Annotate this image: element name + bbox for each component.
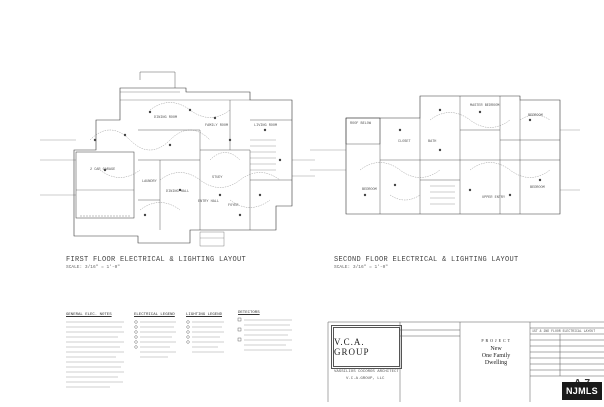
second-floor-scale: SCALE: 3/16" = 1'-0" bbox=[334, 265, 389, 270]
room-label: LIVING ROOM bbox=[254, 124, 278, 128]
project-line-3: Dwelling bbox=[484, 360, 508, 366]
second-floor-plan-title: SECOND FLOOR ELECTRICAL & LIGHTING LAYOU… bbox=[334, 256, 519, 264]
detectors-title: DETECTORS bbox=[238, 311, 260, 315]
project-label: P R O J E C T bbox=[481, 338, 511, 343]
first-floor-outline bbox=[73, 87, 293, 244]
room-label: LAUNDRY bbox=[142, 180, 157, 184]
room-label: BEDROOM bbox=[530, 186, 545, 190]
mls-watermark: NJMLS bbox=[562, 382, 602, 400]
room-label: BEDROOM bbox=[362, 188, 377, 192]
room-label: DINING ROOM bbox=[154, 116, 178, 120]
room-label: ROOF BELOW bbox=[350, 122, 372, 126]
room-label: BATH bbox=[428, 140, 437, 144]
project-line-2: One Family bbox=[481, 353, 511, 359]
room-label: ENTRY HALL bbox=[198, 200, 220, 204]
project-line-1: New bbox=[490, 346, 502, 352]
firm-logo-frame bbox=[331, 325, 402, 369]
room-label: FOYER bbox=[228, 204, 239, 208]
room-label: STUDY bbox=[212, 176, 223, 180]
firm-name: V.C.A.GROUP, LLC bbox=[346, 377, 385, 381]
room-label: 2 CAR GARAGE bbox=[90, 168, 116, 172]
electrical-legend-title: ELECTRICAL LEGEND bbox=[134, 313, 175, 317]
room-label: BEDROOM bbox=[528, 114, 543, 118]
room-label: UPPER ENTRY bbox=[482, 196, 506, 200]
drawing-title: 1ST & 2ND FLOOR ELECTRICAL LAYOUT bbox=[532, 329, 596, 333]
first-floor-plan-title: FIRST FLOOR ELECTRICAL & LIGHTING LAYOUT bbox=[66, 256, 247, 264]
firm-logo: V.C.A. GROUP bbox=[333, 327, 400, 367]
room-label: FAMILY ROOM bbox=[205, 124, 229, 128]
room-label: DINING HALL bbox=[166, 190, 190, 194]
lighting-legend-title: LIGHTING LEGEND bbox=[186, 313, 223, 317]
room-label: MASTER BEDROOM bbox=[470, 104, 500, 108]
first-floor-scale: SCALE: 3/16" = 1'-0" bbox=[66, 265, 121, 270]
room-label: CLOSET bbox=[398, 140, 411, 144]
general-notes-title: GENERAL ELEC. NOTES bbox=[66, 313, 112, 317]
firm-subtitle: VASSILIOS COCOROS ARCHITECT bbox=[334, 370, 399, 374]
